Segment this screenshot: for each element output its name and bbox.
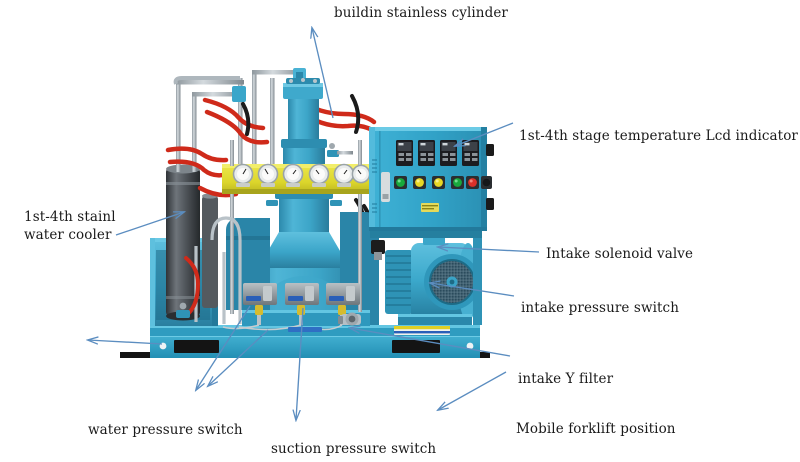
panel-warning-label: [421, 203, 439, 212]
callout-intake-solenoid-valve: Intake solenoid valve: [546, 246, 694, 262]
pressure-gauge: [351, 164, 371, 184]
leader-lines: [88, 28, 540, 420]
cabinet-support: [370, 231, 482, 325]
cabinet-vents: [372, 159, 377, 213]
intake-solenoid-valve: [371, 240, 385, 260]
drain-valve: [176, 310, 190, 318]
panel-button-green-2: [451, 176, 464, 189]
pressure-switch-bank: [222, 283, 360, 331]
deck-sticker: [288, 327, 322, 332]
leader-water-pressure-switch: [196, 305, 251, 390]
leader-buildin-stainless-cylinder: [312, 28, 334, 119]
cooler-vessel-2: [202, 196, 218, 308]
callout-intake-y-filter: intake Y filter: [518, 371, 614, 387]
forklift-slot-right: [392, 340, 440, 353]
gantry-valve-1: [232, 86, 246, 102]
cylinder-fittings: [266, 143, 353, 206]
leader-lines-secondary: [208, 329, 269, 386]
callout-intake-pressure-switch: intake pressure switch: [521, 300, 679, 316]
leader-intake-pressure-switch: [430, 283, 515, 297]
leader-mobile-forklift-position: [438, 371, 507, 410]
leader-intake-y-filter: [350, 328, 511, 357]
pressure-gauge-set: [232, 163, 371, 187]
pressure-gauge: [282, 163, 304, 187]
callout-water-cooler: 1st-4th stainl water cooler: [24, 208, 204, 244]
pressure-gauge: [232, 163, 254, 187]
leader-intake-solenoid-valve: [438, 247, 540, 253]
panel-button-yellow-2: [432, 176, 445, 189]
cabinet-hinge-bottom: [486, 198, 494, 210]
intake-y-filter: [338, 312, 361, 326]
lower-hoses: [184, 256, 201, 316]
cabinet-hinge-top: [486, 144, 494, 156]
pressure-switch: [285, 283, 319, 325]
callout-suction-pressure-switch: suction pressure switch: [271, 441, 437, 457]
lcd-indicator: [462, 140, 479, 166]
panel-button-yellow-1: [413, 176, 426, 189]
panel-button-row: [394, 176, 492, 189]
control-cabinet: [369, 127, 494, 231]
callout-buildin-stainless-cylinder: buildin stainless cylinder: [334, 5, 508, 21]
leader-suction-pressure-switch: [296, 307, 304, 420]
electric-motor: [385, 236, 480, 325]
base-bolt-right: [466, 342, 474, 350]
motor-fins: [386, 255, 412, 306]
callout-water-cooler-line1: 1st-4th stainl: [24, 209, 116, 225]
leader-water-pressure-switch-b: [208, 329, 269, 386]
panel-button-red: [466, 176, 479, 189]
callout-mobile-forklift-position: Mobile forklift position: [516, 421, 676, 437]
motor-base: [398, 314, 472, 325]
pressure-gauge: [333, 163, 355, 187]
gauge-manifold: [222, 140, 371, 314]
leader-lcd-indicator: [455, 122, 514, 146]
pressure-gauge: [257, 163, 279, 187]
lcd-indicator: [440, 140, 457, 166]
machine-illustration: [120, 68, 494, 358]
nameplate-sticker: [394, 326, 450, 335]
lcd-indicator: [396, 140, 413, 166]
pressure-switch: [243, 283, 277, 325]
forklift-slot-left: [174, 340, 219, 353]
stainless-cylinder: [288, 99, 319, 141]
callout-stage-temperature-lcd-indicator: 1st-4th stage temperature Lcd indicator: [519, 128, 798, 144]
pressure-gauge: [308, 163, 330, 187]
base-skid: [150, 334, 480, 358]
lcd-indicator-group: [396, 140, 479, 166]
lcd-indicator: [418, 140, 435, 166]
panel-button-green-1: [394, 176, 407, 189]
panel-selector-black: [481, 176, 492, 189]
leader-left-frame: [88, 340, 163, 344]
callout-water-cooler-line2: water cooler: [24, 227, 112, 244]
leader-water-cooler: [115, 212, 184, 236]
callout-water-pressure-switch: water pressure switch: [88, 422, 243, 438]
